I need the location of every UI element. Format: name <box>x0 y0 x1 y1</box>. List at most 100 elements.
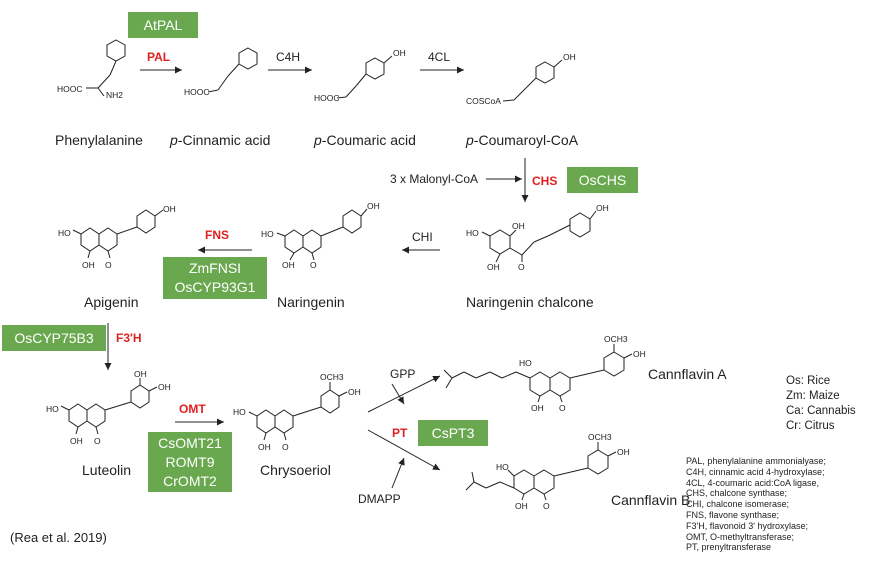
label-luteolin: Luteolin <box>82 462 132 478</box>
abbreviation-item: PT, prenyltransferase <box>686 542 772 553</box>
svg-text:COSCoA: COSCoA <box>466 96 501 106</box>
label-naringenin: Naringenin <box>277 294 345 310</box>
structure-luteolin: OH OH HO OH O <box>46 369 171 446</box>
citation: (Rea et al. 2019) <box>10 530 107 545</box>
abbreviation-item: CHI, chalcone isomerase; <box>686 499 790 510</box>
structure-coumaric-acid: OH HOOC <box>314 48 406 103</box>
svg-text:OH: OH <box>82 260 95 270</box>
label-chrysoeriol: Chrysoeriol <box>260 462 331 478</box>
arrow-dmapp <box>391 457 405 489</box>
label-coumaric-acid: p-Coumaric acid <box>314 132 416 148</box>
svg-text:NH2: NH2 <box>106 90 123 100</box>
abbreviation-item: F3'H, flavonoid 3' hydroxylase; <box>686 520 808 531</box>
structure-cannflavin-a: OCH3 OH HO OH O <box>443 334 646 413</box>
svg-text:O: O <box>282 442 289 452</box>
svg-text:HOOC: HOOC <box>314 93 340 103</box>
svg-text:OH: OH <box>633 349 646 359</box>
enzyme-c4h: C4H <box>276 50 301 64</box>
svg-text:HO: HO <box>261 229 274 239</box>
arrow-to-cannflavin-b <box>367 429 441 471</box>
enzyme-4cl: 4CL <box>428 50 451 64</box>
svg-text:HO: HO <box>46 404 59 414</box>
arrow-gpp <box>391 383 405 405</box>
structure-cannflavin-b: OCH3 OH HO OH O <box>465 432 630 511</box>
enzyme-pt: PT <box>392 426 408 440</box>
svg-text:OH: OH <box>512 221 525 231</box>
svg-text:OCH3: OCH3 <box>604 334 628 344</box>
label-cannflavin-a: Cannflavin A <box>648 366 727 382</box>
svg-text:O: O <box>94 436 101 446</box>
label-phenylalanine: Phenylalanine <box>55 132 143 148</box>
label-cinnamic-acid: p-Cinnamic acid <box>170 132 271 148</box>
svg-text:OH: OH <box>515 501 528 511</box>
svg-text:OH: OH <box>134 369 147 379</box>
species-legend-item: Cr: Citrus <box>786 420 835 432</box>
label-apigenin: Apigenin <box>84 294 139 310</box>
svg-text:HO: HO <box>466 228 479 238</box>
structure-chrysoeriol: OCH3 OH HO OH O <box>233 372 361 452</box>
svg-text:O: O <box>559 403 566 413</box>
svg-text:OH: OH <box>487 262 500 272</box>
structure-coumaroyl-coa: OH COSCoA <box>466 52 576 106</box>
svg-text:OH: OH <box>163 204 176 214</box>
svg-text:OH: OH <box>158 382 171 392</box>
abbreviation-item: CHS, chalcone synthase; <box>686 488 788 499</box>
svg-text:OH: OH <box>393 48 406 58</box>
svg-text:HOOC: HOOC <box>57 84 83 94</box>
svg-text:HO: HO <box>233 407 246 417</box>
label-cannflavin-b: Cannflavin B <box>611 492 691 508</box>
structure-naringenin: OH HO OH O <box>261 201 380 270</box>
svg-text:OH: OH <box>596 203 609 213</box>
svg-text:OH: OH <box>70 436 83 446</box>
svg-text:OH: OH <box>531 403 544 413</box>
label-coumaroyl-coa: p-Coumaroyl-CoA <box>466 132 579 148</box>
enzyme-chs: CHS <box>532 174 558 188</box>
abbreviation-item: 4CL, 4-coumaric acid:CoA ligase, <box>686 477 820 488</box>
structure-cinnamic-acid: HOOC <box>184 47 258 97</box>
species-legend-item: Os: Rice <box>786 375 831 387</box>
structure-naringenin-chalcone: OH HO OH OH O <box>466 203 609 272</box>
gene-box-cspt3: CsPT3 <box>418 420 488 446</box>
enzyme-fns: FNS <box>205 228 229 242</box>
svg-text:OH: OH <box>348 387 361 397</box>
svg-text:OH: OH <box>282 260 295 270</box>
svg-text:O: O <box>543 501 550 511</box>
svg-text:OH: OH <box>258 442 271 452</box>
svg-text:OCH3: OCH3 <box>320 372 344 382</box>
species-legend-item: Ca: Cannabis <box>786 405 856 417</box>
arrow-to-cannflavin-a <box>367 375 441 413</box>
enzyme-pal: PAL <box>147 50 171 64</box>
abbreviation-item: C4H, cinnamic acid 4-hydroxylase; <box>686 466 825 477</box>
svg-text:HOOC: HOOC <box>184 87 210 97</box>
abbreviation-item: PAL, phenylalanine ammonialyase; <box>686 456 826 466</box>
svg-text:OH: OH <box>367 201 380 211</box>
substrate-malonyl-coa: 3 x Malonyl-CoA <box>390 172 479 186</box>
species-legend: Os: Rice Zm: Maize Ca: Cannabis Cr: Citr… <box>786 374 856 434</box>
species-legend-item: Zm: Maize <box>786 390 840 402</box>
svg-text:HO: HO <box>58 228 71 238</box>
svg-text:HO: HO <box>519 358 532 368</box>
svg-text:OH: OH <box>617 447 630 457</box>
svg-text:O: O <box>105 260 112 270</box>
substrate-dmapp: DMAPP <box>358 492 401 506</box>
abbreviation-list: PAL, phenylalanine ammonialyase; C4H, ci… <box>686 456 826 553</box>
label-naringenin-chalcone: Naringenin chalcone <box>466 294 594 310</box>
enzyme-chi: CHI <box>412 230 433 244</box>
gene-box-atpal: AtPAL <box>128 12 198 38</box>
svg-text:OCH3: OCH3 <box>588 432 612 442</box>
abbreviation-item: FNS, flavone synthase; <box>686 509 780 520</box>
svg-text:O: O <box>518 262 525 272</box>
gene-box-oscyp75b3: OsCYP75B3 <box>2 325 106 351</box>
substrate-gpp: GPP <box>390 367 416 381</box>
structure-phenylalanine: HOOC NH2 <box>57 39 126 100</box>
svg-text:HO: HO <box>496 462 509 472</box>
gene-box-oschs: OsCHS <box>567 167 638 193</box>
structure-apigenin: OH HO OH O <box>58 204 176 270</box>
svg-text:OH: OH <box>563 52 576 62</box>
enzyme-omt: OMT <box>179 402 206 416</box>
svg-text:O: O <box>310 260 317 270</box>
